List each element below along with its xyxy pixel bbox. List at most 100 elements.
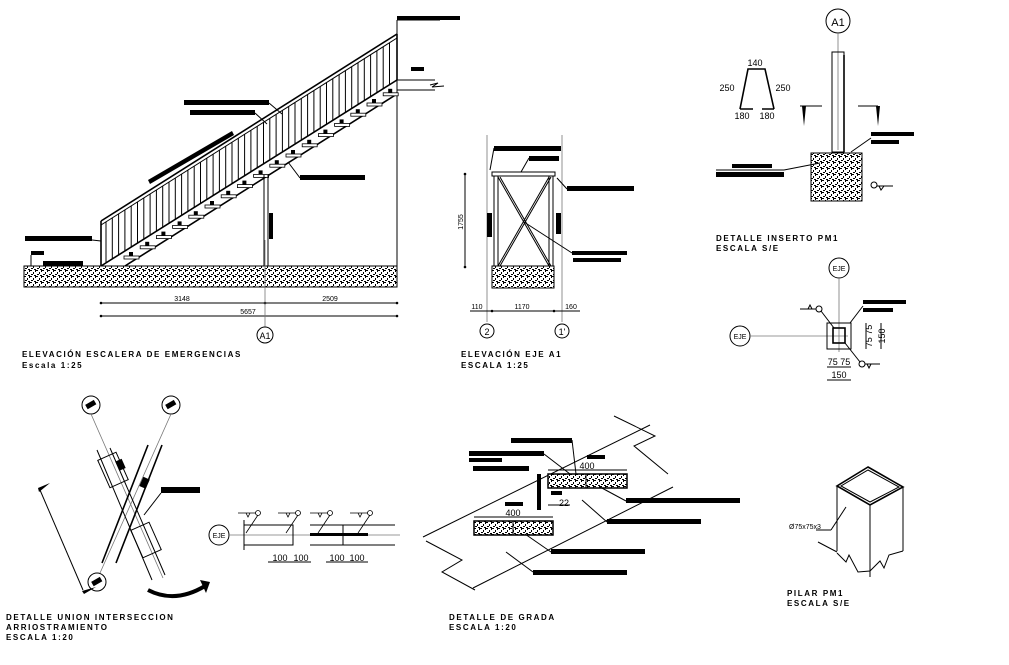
weld-leader — [317, 514, 331, 534]
svg-text:1170: 1170 — [514, 304, 529, 311]
column-callout: Ø75x75x3 — [789, 524, 821, 531]
weld-flag — [238, 512, 256, 518]
view-scale: ESCALA 1:20 — [449, 623, 517, 632]
dim-3148: 3148 — [174, 296, 190, 303]
svg-text:EJE: EJE — [833, 266, 846, 273]
tread — [188, 214, 205, 219]
tread — [285, 153, 302, 158]
tread-bracket — [129, 252, 133, 256]
svg-text:110: 110 — [471, 304, 482, 311]
dim-5657: 5657 — [240, 309, 256, 316]
weld-leader — [357, 514, 371, 534]
tread-bracket — [307, 139, 312, 144]
tread — [139, 245, 156, 250]
stair-treads — [123, 88, 399, 260]
tread-bracket — [226, 190, 231, 195]
tread-bracket — [193, 211, 198, 216]
svg-text:A1: A1 — [831, 17, 844, 29]
tread — [253, 173, 270, 178]
view-scale: ESCALA 1:25 — [461, 361, 529, 370]
dim-2509: 2509 — [322, 296, 338, 303]
tread-bracket — [323, 129, 328, 134]
svg-text:100: 100 — [272, 553, 287, 563]
svg-text:180: 180 — [734, 111, 749, 121]
view-scale: ESCALA 1:20 — [6, 633, 74, 642]
view-title: ELEVACIÓN EJE A1 — [461, 350, 562, 359]
svg-text:2: 2 — [484, 327, 489, 337]
svg-text:400: 400 — [579, 461, 594, 471]
tread — [301, 143, 318, 148]
tread — [236, 184, 253, 189]
tread — [155, 235, 172, 240]
view-scale: ESCALA S/E — [716, 244, 780, 253]
insert-detail-view: A1 140 250 250 180 180 DETALLE INSERTO P… — [716, 8, 914, 381]
axis-bubble-2 — [479, 323, 495, 339]
tread-bracket — [145, 241, 150, 246]
svg-text:1': 1' — [559, 327, 566, 337]
svg-text:180: 180 — [759, 111, 774, 121]
view-scale: ESCALA S/E — [787, 599, 851, 608]
weld-symbol — [327, 510, 333, 516]
svg-text:140: 140 — [747, 58, 762, 68]
tread — [334, 123, 351, 127]
tread-bracket — [274, 160, 279, 165]
view-title: PILAR PM1 — [787, 589, 844, 598]
view-title: ELEVACIÓN ESCALERA DE EMERGENCIAS — [22, 350, 242, 359]
svg-text:100: 100 — [293, 553, 308, 563]
ground-slab — [23, 265, 398, 288]
weld-symbol — [255, 510, 261, 516]
svg-text:EJE: EJE — [213, 533, 226, 540]
svg-text:250: 250 — [719, 83, 734, 93]
tread — [350, 112, 367, 117]
svg-text:150: 150 — [831, 370, 846, 380]
column-detail-view: Ø75x75x3 PILAR PM1 ESCALA S/E — [787, 466, 905, 608]
svg-text:100: 100 — [349, 553, 364, 563]
tread — [317, 133, 334, 138]
tread-bracket — [388, 88, 393, 93]
weld-flag — [350, 512, 368, 518]
weld-symbols — [238, 510, 373, 534]
tread-bracket — [258, 170, 263, 175]
svg-text:A1: A1 — [259, 331, 270, 341]
stair-elevation-view: 3148 2509 5657 A1 ELEVACIÓN ESCALERA DE … — [22, 16, 460, 370]
tread-bracket — [177, 221, 182, 226]
tread — [172, 224, 189, 229]
axis-a1-elevation-view: 1755 110 1170 160 2 1' ELEVACIÓN EJE A1 … — [458, 135, 634, 370]
svg-text:400: 400 — [505, 508, 520, 518]
tread — [366, 102, 383, 107]
view-title: DETALLE DE GRADA — [449, 613, 556, 622]
axis-bubble-1p — [554, 323, 570, 339]
view-title: DETALLE INSERTO PM1 — [716, 234, 839, 243]
tread — [269, 163, 286, 168]
axis-bubble-a1 — [256, 326, 274, 344]
tread-bracket — [291, 150, 295, 154]
weld-flag — [278, 512, 296, 518]
weld-leader — [285, 514, 299, 534]
tread — [382, 92, 399, 97]
tread — [204, 204, 221, 209]
tread-bracket — [355, 109, 360, 114]
tread-bracket — [242, 180, 247, 185]
svg-text:160: 160 — [565, 304, 577, 311]
svg-text:75 75: 75 75 — [828, 357, 851, 367]
tread-bracket — [161, 231, 166, 236]
svg-text:150: 150 — [877, 328, 887, 343]
tread-bracket — [210, 201, 214, 205]
svg-text:75 75: 75 75 — [864, 325, 874, 348]
weld-flag — [310, 512, 328, 518]
tread-detail-view: 400 400 22 DETALLE DE GRADA ESCALA 1:20 — [422, 415, 740, 632]
weld-symbol — [367, 510, 373, 516]
tread-bracket — [339, 119, 344, 124]
weld-leader — [245, 514, 259, 534]
view-title-line2: ARRIOSTRAMIENTO — [6, 623, 109, 632]
svg-text:100: 100 — [329, 553, 344, 563]
railing-balusters — [105, 42, 390, 263]
weld-symbol — [295, 510, 301, 516]
svg-text:EJE: EJE — [734, 334, 747, 341]
dim-1755: 1755 — [458, 214, 465, 230]
view-scale: Escala 1:25 — [22, 361, 83, 370]
svg-text:250: 250 — [775, 83, 790, 93]
tread — [220, 194, 237, 199]
view-title: DETALLE UNION INTERSECCION — [6, 613, 175, 622]
